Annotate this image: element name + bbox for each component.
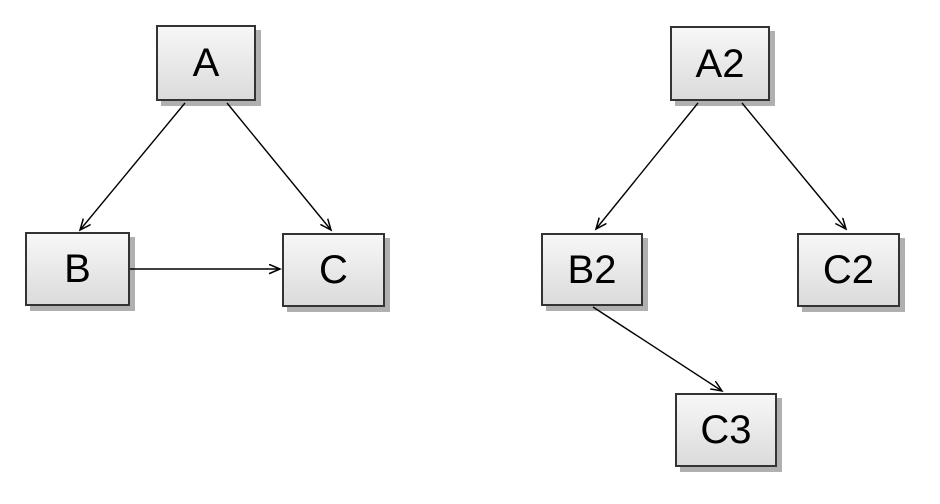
node-label: C bbox=[319, 248, 348, 292]
graph-node-B: B bbox=[25, 232, 130, 306]
node-label: B2 bbox=[567, 247, 617, 292]
graph-node-A2: A2 bbox=[670, 26, 770, 101]
node-label: C3 bbox=[700, 408, 752, 452]
graph-node-C: C bbox=[282, 233, 385, 307]
graph-node-C3: C3 bbox=[675, 393, 777, 467]
node-label: C2 bbox=[822, 248, 875, 292]
node-label: B bbox=[64, 247, 91, 291]
graph-node-A: A bbox=[156, 25, 256, 101]
node-label: A2 bbox=[695, 41, 745, 86]
graph-node-C2: C2 bbox=[797, 233, 900, 307]
graph-node-B2: B2 bbox=[541, 233, 643, 306]
node-label: A bbox=[192, 41, 220, 85]
